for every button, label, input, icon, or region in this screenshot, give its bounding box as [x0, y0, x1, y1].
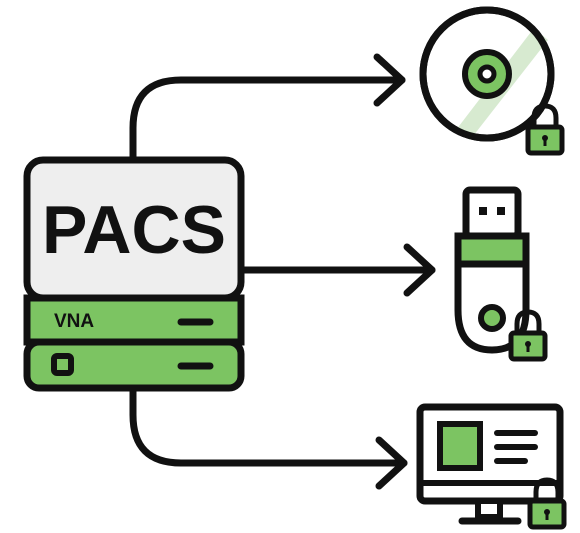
cd-disc-icon — [419, 6, 555, 142]
monitor-neck — [475, 498, 503, 520]
vna-label: VNA — [54, 311, 94, 332]
pacs-server: PACS VNA — [23, 156, 245, 392]
arrow-to-monitor — [129, 386, 408, 467]
monitor-lock-icon — [527, 477, 567, 530]
monitor-image-block — [437, 421, 483, 471]
usb-band — [454, 232, 530, 268]
server-title: PACS — [42, 192, 226, 268]
arrowhead-cd — [373, 53, 406, 107]
arrow-to-cd — [129, 76, 406, 166]
usb-connector — [462, 186, 522, 240]
connectors — [129, 53, 436, 490]
usb-drive-icon — [454, 186, 530, 354]
arrowhead-monitor — [375, 436, 408, 490]
cd-lock-icon — [525, 103, 565, 156]
arrowhead-usb — [403, 243, 436, 297]
server-bottom-slot — [23, 338, 245, 392]
usb-lock-icon — [508, 309, 548, 362]
usb-hole — [478, 304, 506, 332]
bottom-slot-indicator — [51, 353, 74, 376]
